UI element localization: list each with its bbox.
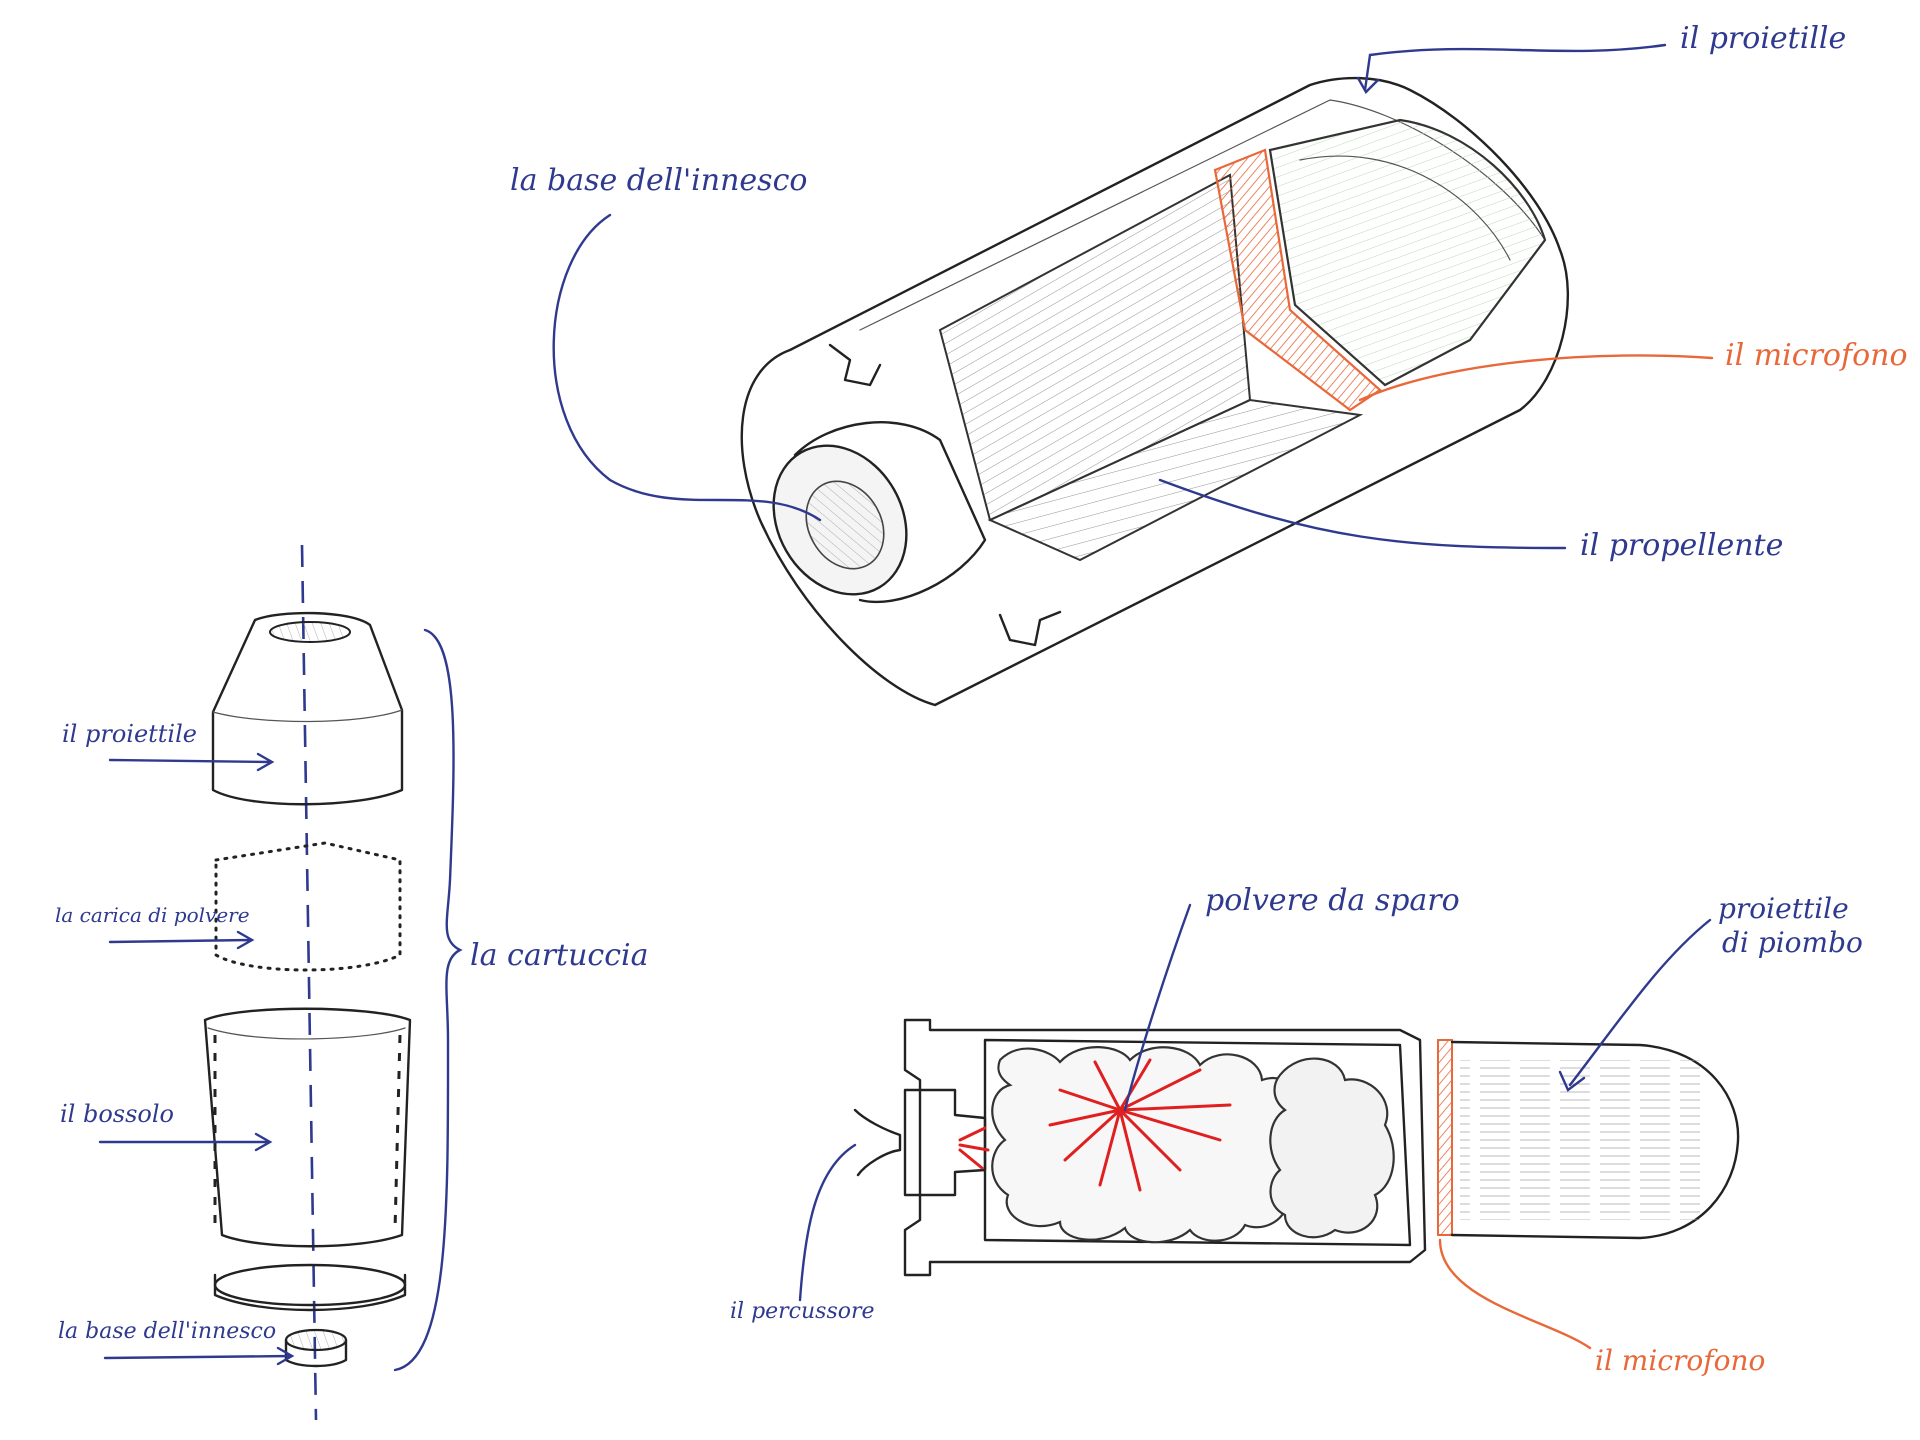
leader-section-lead-projectile [1558,918,1712,1092]
label-section-gunpowder: polvere da sparo [1205,883,1460,918]
exploded-case-inner-right [393,1034,402,1231]
label-exploded-cartridge: la cartuccia [470,938,649,973]
cutaway-propellant-lower [987,398,1364,562]
leader-exploded-case [98,1132,273,1152]
exploded-case-base-side [213,1273,407,1312]
section-case-outline [903,1018,1427,1277]
exploded-primer [284,1328,348,1352]
leader-exploded-projectile [108,752,275,772]
leader-cutaway-primer-base [552,213,822,522]
cutaway-primer-boss [793,421,987,604]
exploded-projectile-tip [269,621,351,643]
cutaway-projectile-nose-line [1299,155,1511,261]
exploded-primer-side [284,1338,348,1368]
label-section-microphone: il microfono [1595,1344,1765,1377]
exploded-axis [300,544,318,1421]
label-cutaway-primer-base: la base dell'innesco [510,163,807,198]
leader-cutaway-microphone [1358,354,1714,402]
label-section-lead-projectile-2: di piombo [1722,926,1863,959]
leader-cutaway-projectile [1363,43,1667,92]
exploded-cartridge-brace [393,628,463,1372]
section-firing-pin [853,1108,902,1177]
section-lead-projectile [1450,1040,1740,1240]
leader-exploded-powder-charge [108,930,255,950]
label-cutaway-propellant: il propellente [1580,528,1783,563]
exploded-projectile [211,611,404,806]
cutaway-microphone-band [1213,148,1382,412]
cutaway-primer-hole [805,480,885,570]
label-exploded-case: il bossolo [60,1100,174,1128]
label-exploded-primer-base: la base dell'innesco [58,1319,276,1344]
leader-cutaway-propellant [1158,478,1567,550]
label-cutaway-projectile: il proietille [1680,21,1846,56]
section-projectile-streaks [1460,1060,1700,1220]
exploded-projectile-shoulder [212,709,403,723]
cutaway-projectile-body [1268,118,1547,387]
label-exploded-powder-charge: la carica di polvere [55,903,250,927]
cutaway-casing-outline [740,76,1570,707]
section-powder-clouds [991,1046,1395,1244]
section-chamber [983,1038,1412,1247]
exploded-labels: il proiettile la carica di polvere il bo… [55,720,649,1366]
cross-section [853,1018,1740,1277]
cutaway-rear-notch-bottom [998,610,1062,647]
cutaway-cartridge [740,76,1570,707]
label-cutaway-microphone: il microfono [1725,338,1908,373]
exploded-case [203,1007,412,1248]
exploded-powder-charge [214,841,402,972]
leader-section-gunpowder [1123,903,1192,1112]
label-section-firing-pin: il percussore [730,1299,875,1324]
section-microphone-band [1437,1039,1453,1236]
leader-exploded-primer-base [103,1346,295,1366]
exploded-case-rim-top [207,1027,406,1040]
label-exploded-projectile: il proiettile [62,720,197,748]
cutaway-rear-notch-top [828,343,882,387]
exploded-view [203,544,463,1421]
cutaway-labels: il proietille la base dell'innesco il mi… [510,21,1908,563]
section-primer-pocket [903,1088,987,1197]
leader-section-firing-pin [798,1143,857,1302]
section-labels: polvere da sparo proiettile di piombo il… [730,883,1863,1377]
leader-section-microphone [1438,1238,1592,1350]
label-section-lead-projectile-1: proiettile [1718,892,1849,925]
exploded-case-base [213,1263,407,1307]
section-ignition-burst [958,1058,1232,1192]
arrowhead-cutaway-projectile [1356,76,1380,94]
